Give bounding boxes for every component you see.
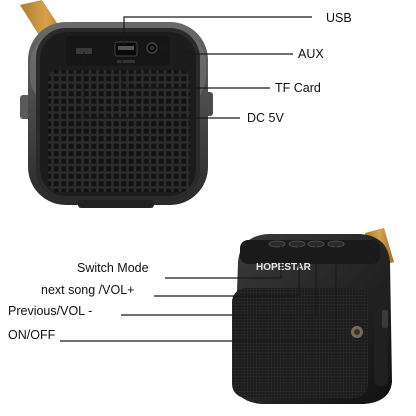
label-on-off: ON/OFF	[8, 328, 56, 342]
leader-lines-bottom	[60, 246, 337, 342]
label-next-song: next song /VOL+	[41, 283, 135, 297]
control-buttons	[268, 240, 345, 248]
label-switch-mode: Switch Mode	[77, 261, 149, 275]
label-previous: Previous/VOL -	[8, 304, 93, 318]
label-aux: AUX	[298, 47, 324, 61]
label-dc-5v: DC 5V	[247, 111, 284, 125]
brand-logo: HOPESTAR	[256, 262, 312, 273]
port-panel	[66, 36, 170, 66]
label-tf-card: TF Card	[275, 81, 321, 95]
leader-lines-top	[83, 16, 312, 119]
label-usb: USB	[326, 11, 352, 25]
speaker-body-bottom: HOPESTAR	[232, 234, 392, 404]
